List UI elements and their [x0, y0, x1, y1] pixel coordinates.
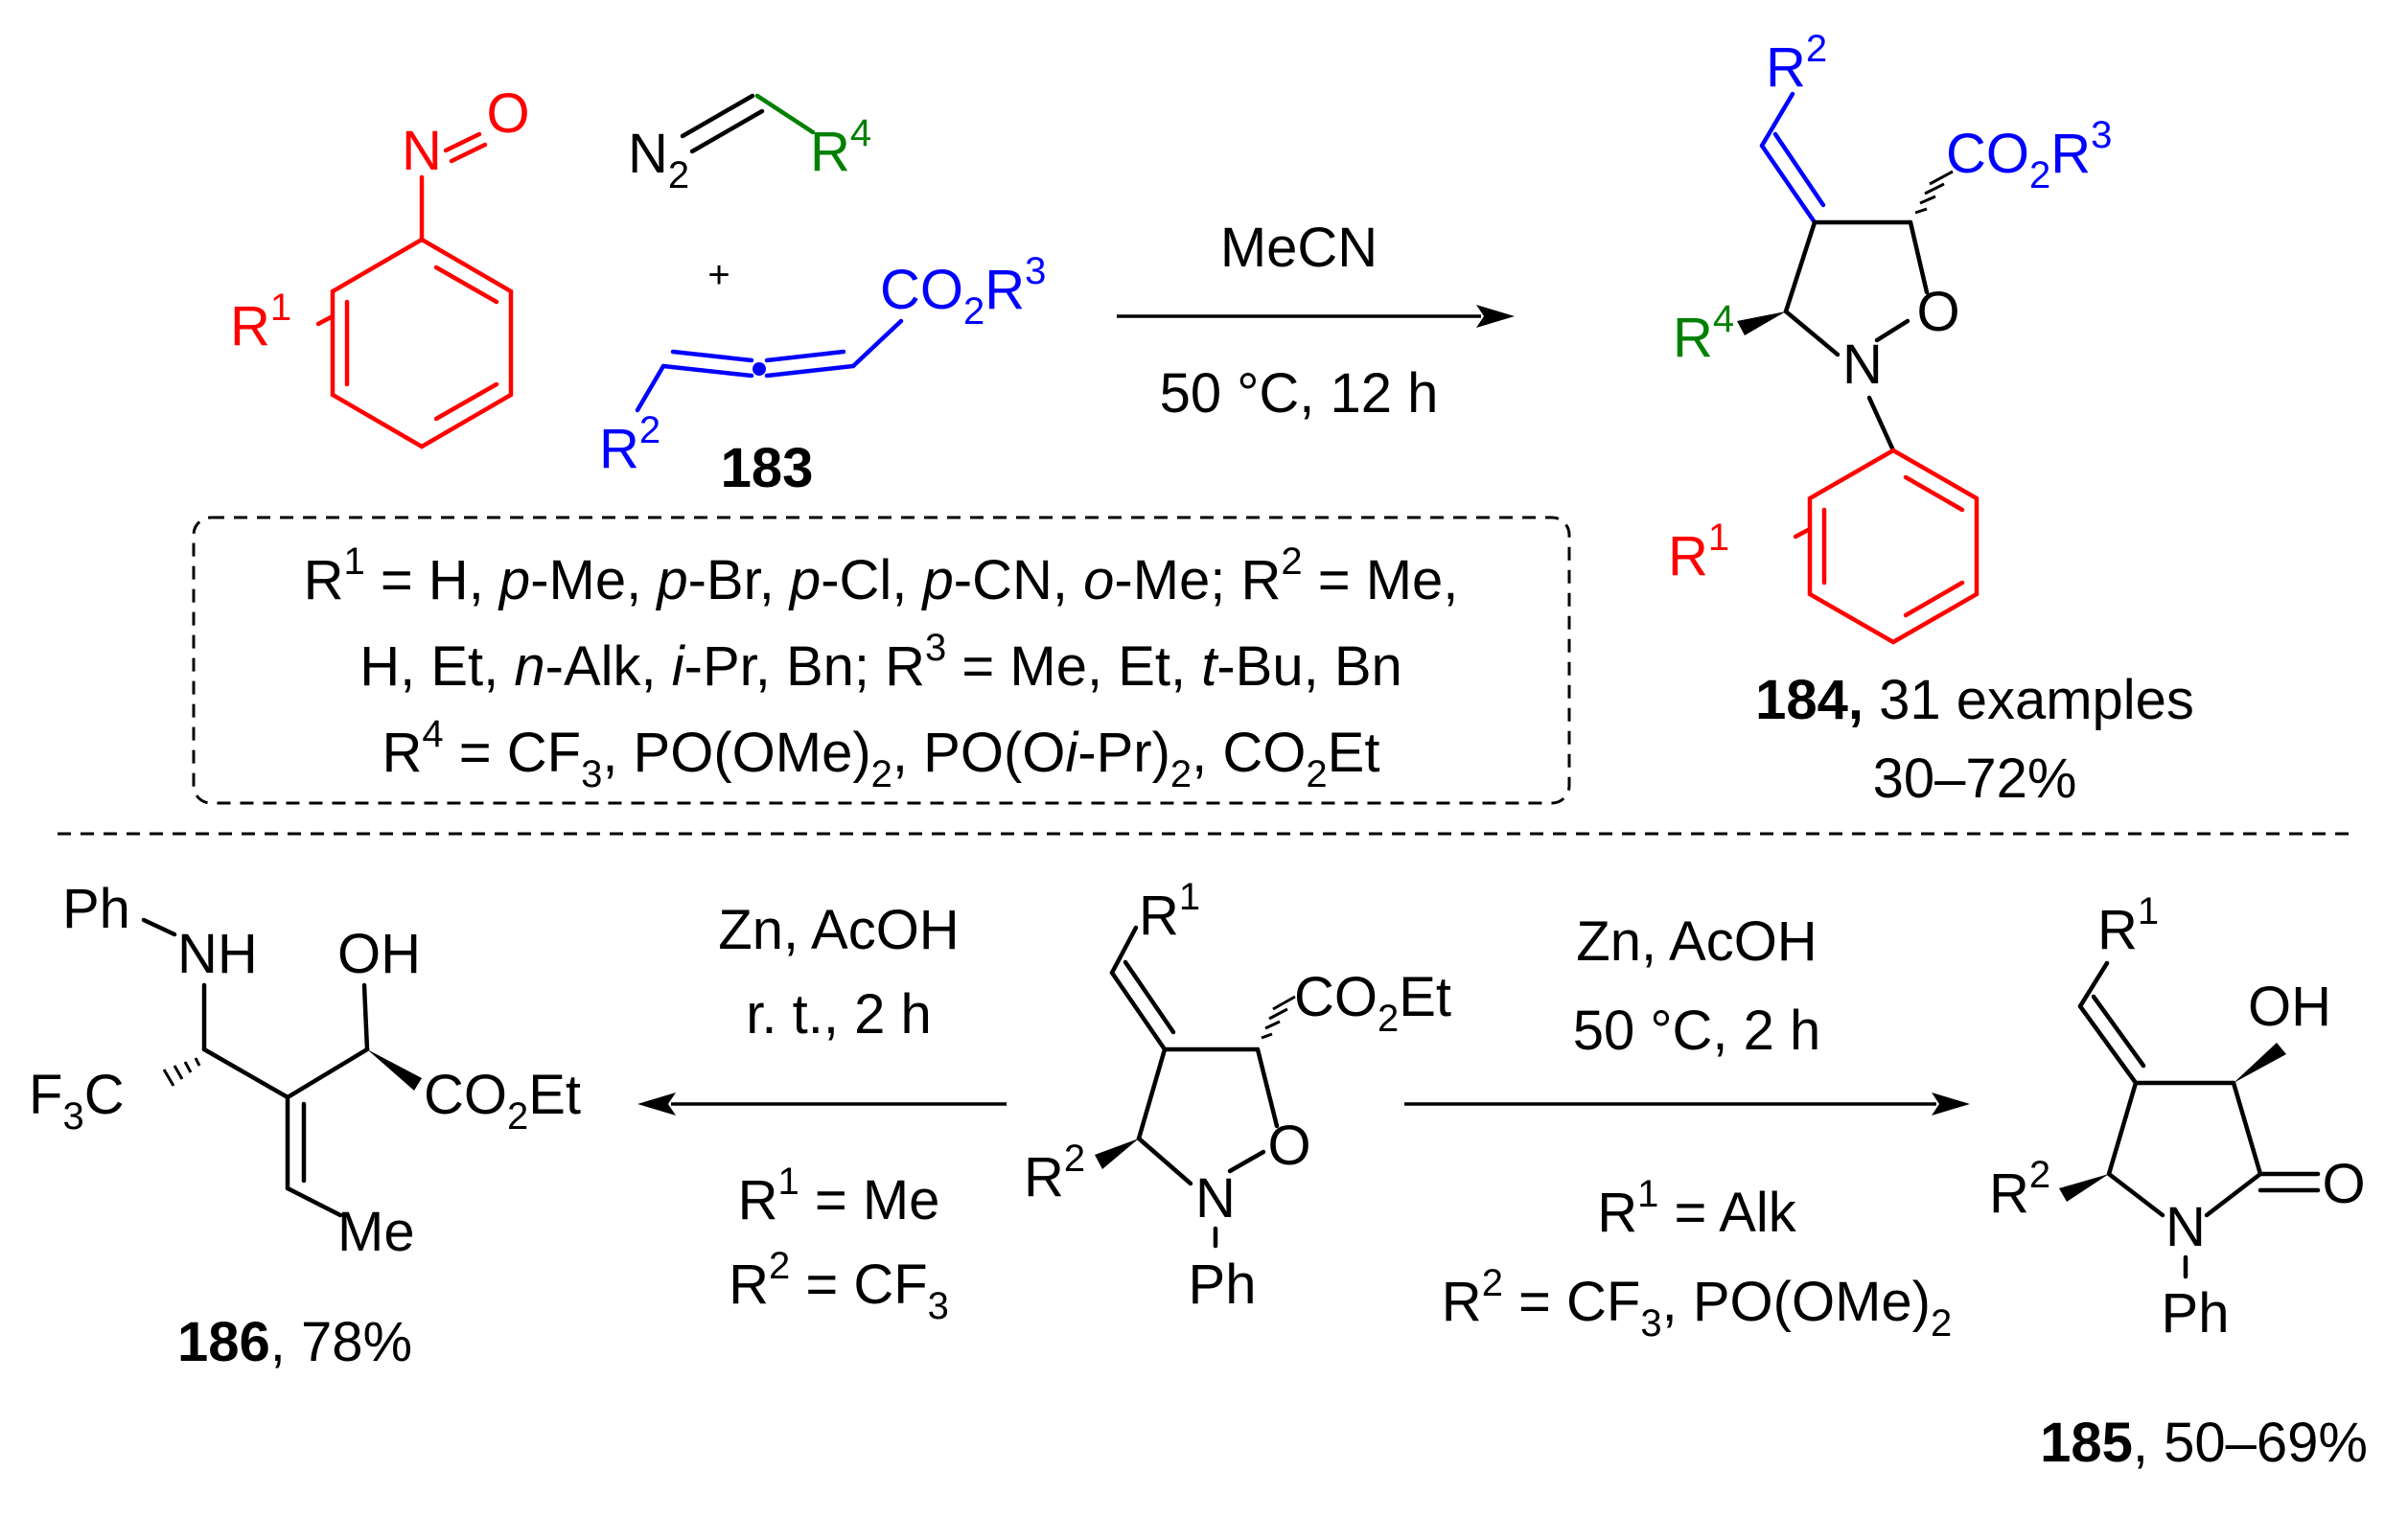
right-arrow-r1: R1 = Alk — [1597, 1173, 1797, 1244]
sub-r2: R2 — [1024, 1138, 1085, 1208]
left-arrow-conditions: r. t., 2 h — [746, 983, 931, 1046]
substituent-box: R1 = H, p-Me, p-Br, p-Cl, p-CN, o-Me; R2… — [192, 516, 1571, 805]
p184-r1: R1 — [1668, 517, 1729, 587]
right-arrow-reagents: Zn, AcOH — [1576, 910, 1817, 973]
substituent-line-1: R1 = H, p-Me, p-Br, p-Cl, p-CN, o-Me; R2… — [304, 540, 1459, 611]
right-reaction-arrow: Zn, AcOH 50 °C, 2 h R1 = Alk R2 = CF3, P… — [1404, 910, 1970, 1345]
diazo-r4: R4 — [810, 112, 871, 183]
nitrosoarene: N O R1 — [230, 82, 530, 449]
allenoate-183: CO2R3 R2 183 — [599, 250, 1046, 499]
left-arrow-r2: R2 = CF3 — [729, 1245, 949, 1327]
sub-ph: Ph — [1189, 1254, 1257, 1316]
p184-r4: R4 — [1673, 298, 1734, 369]
right-arrow-conditions: 50 °C, 2 h — [1573, 1000, 1821, 1062]
p184-label: 184, 31 examples — [1755, 669, 2194, 731]
substituent-line-2: H, Et, n-Alk, i-Pr, Bn; R3 = Me, Et, t-B… — [359, 627, 1402, 698]
p186-f3c: F3C — [29, 1064, 125, 1138]
substituent-line-3: R4 = CF3, PO(OMe)2, PO(Oi-Pr)2, CO2Et — [382, 713, 1380, 795]
top-arrow-solvent: MeCN — [1220, 217, 1378, 279]
nitroso-n: N — [402, 120, 442, 182]
p184-r2: R2 — [1766, 28, 1827, 99]
p184-n: N — [1842, 334, 1883, 396]
allene-co2r3: CO2R3 — [880, 250, 1046, 333]
p185-n: N — [2165, 1196, 2206, 1258]
top-reaction-arrow: MeCN 50 °C, 12 h — [1117, 217, 1515, 425]
p186-label: 186, 78% — [177, 1311, 412, 1373]
p184-yield: 30–72% — [1873, 748, 2077, 810]
sub-n: N — [1195, 1167, 1236, 1230]
allene-r2: R2 — [599, 409, 660, 480]
p186-co2et: CO2Et — [424, 1064, 581, 1138]
sub-co2et: CO2Et — [1294, 966, 1451, 1040]
right-arrow-r2: R2 = CF3, PO(OMe)2 — [1442, 1262, 1952, 1345]
left-arrow-reagents: Zn, AcOH — [718, 899, 959, 961]
p186-oh: OH — [337, 923, 421, 985]
p186-ph: Ph — [62, 878, 130, 940]
nitroso-r1: R1 — [230, 287, 291, 357]
p186-nh: NH — [177, 923, 258, 985]
product-186: Ph NH OH CO2Et F3C Me 186, 78% — [29, 878, 581, 1373]
p185-o: O — [2322, 1153, 2365, 1215]
p186-me: Me — [337, 1201, 415, 1263]
p185-r2: R2 — [1989, 1154, 2050, 1225]
diazo-compound: N2 R4 — [628, 93, 871, 196]
product-184: R2 O N CO2R3 R4 R1 184, 31 examples 30–7… — [1668, 28, 2194, 810]
p185-r1: R1 — [2097, 890, 2159, 961]
p185-label: 185, 50–69% — [2040, 1412, 2368, 1474]
left-reaction-arrow: Zn, AcOH r. t., 2 h R1 = Me R2 = CF3 — [637, 899, 1007, 1327]
top-arrow-conditions: 50 °C, 12 h — [1160, 362, 1439, 425]
p185-oh: OH — [2248, 976, 2331, 1038]
sub-o: O — [1267, 1115, 1310, 1177]
sub-r1: R1 — [1139, 876, 1200, 947]
compound-183-label: 183 — [721, 437, 814, 499]
p185-ph: Ph — [2162, 1282, 2230, 1345]
p184-co2r3: CO2R3 — [1946, 114, 2112, 196]
plus-sign: + — [707, 254, 729, 296]
diazo-n2: N2 — [628, 123, 689, 196]
product-185: R1 O OH R2 N Ph 185, 50–69% — [1989, 890, 2368, 1474]
isoxazolidine-substrate: R1 O N Ph CO2Et R2 — [1024, 876, 1451, 1316]
nitroso-o: O — [486, 82, 529, 145]
p184-o: O — [1916, 281, 1959, 343]
left-arrow-r1: R1 = Me — [738, 1161, 940, 1231]
